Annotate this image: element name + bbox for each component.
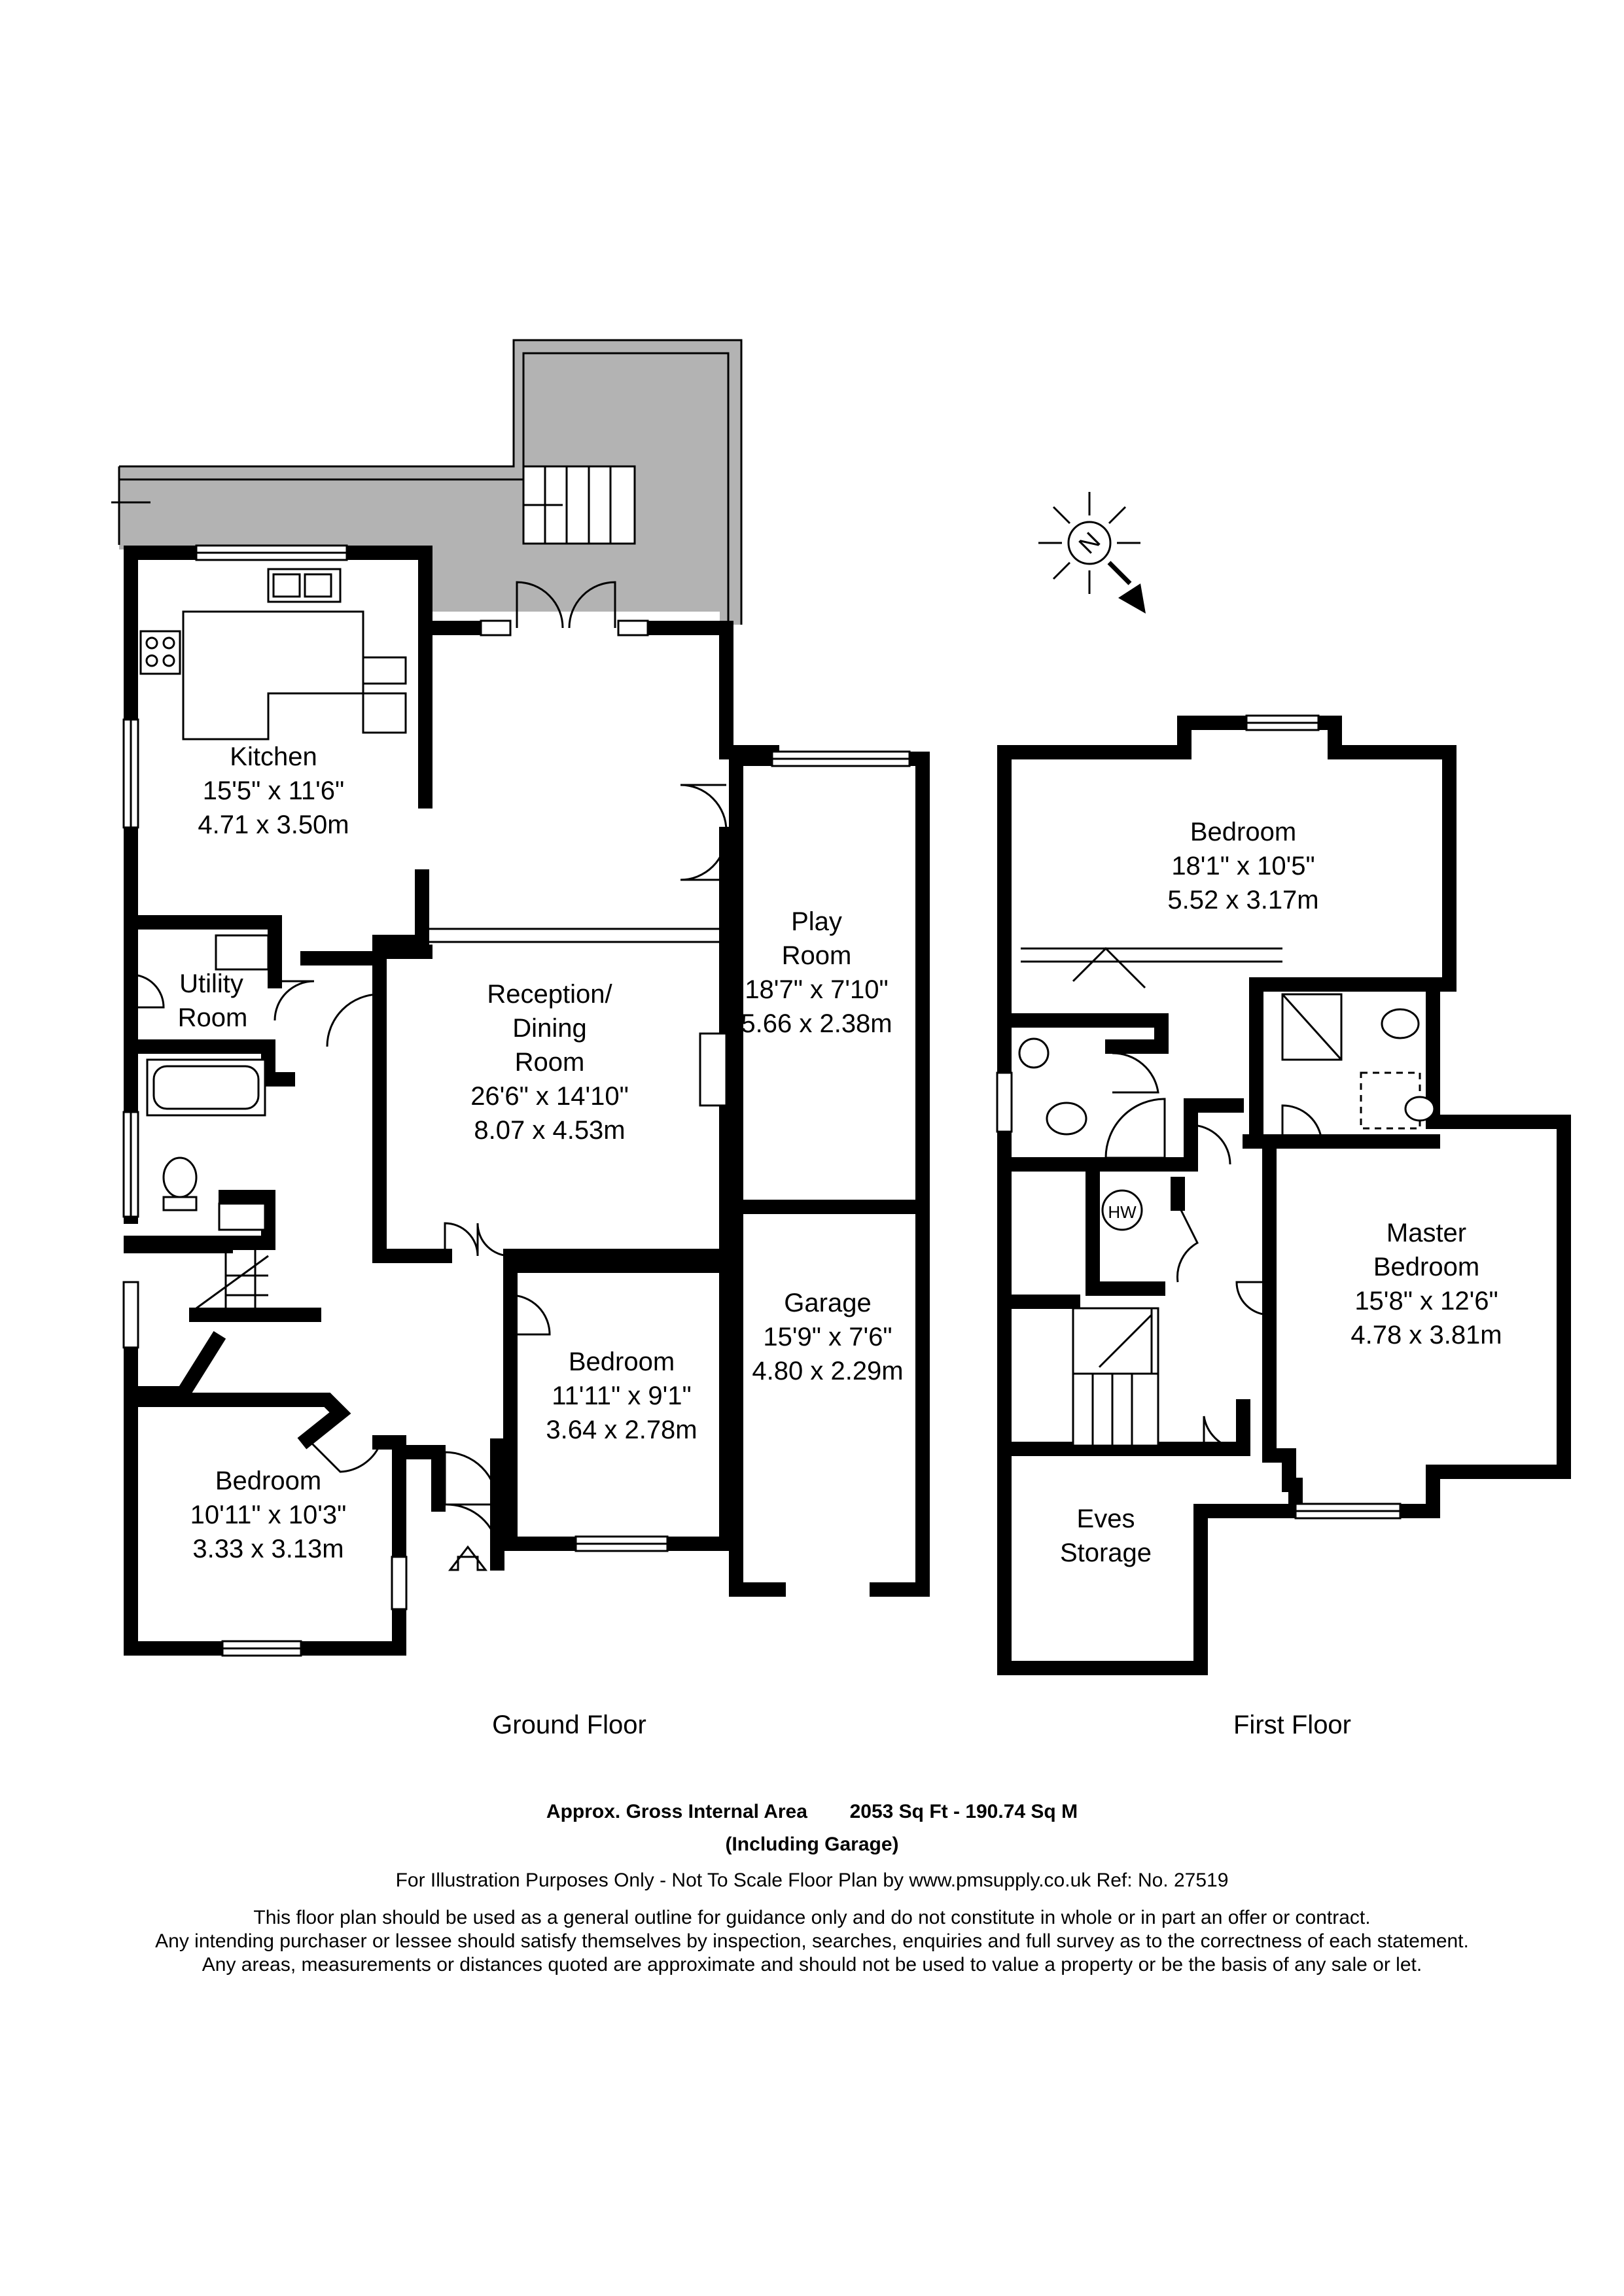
play-metric: 5.66 x 2.38m — [741, 1009, 892, 1038]
gf-basin — [218, 1202, 266, 1231]
area-summary: Approx. Gross Internal Area 2053 Sq Ft -… — [0, 1800, 1624, 1824]
reception-imperial: 26'6" x 14'10" — [470, 1082, 629, 1111]
hob — [139, 630, 181, 675]
bedroom-front-imperial: 10'11" x 10'3" — [190, 1501, 347, 1529]
disclaimer-line-1: This floor plan should be used as a gene… — [253, 1907, 1371, 1928]
gf-stairs — [196, 1246, 269, 1315]
hw-label: HW — [1108, 1202, 1137, 1222]
room-play: Play Room 18'7" x 7'10" 5.66 x 2.38m — [741, 907, 892, 1038]
room-utility: Utility Room — [178, 969, 248, 1032]
ff-basin — [1018, 1037, 1050, 1069]
ff-bedroom-imperial: 18'1" x 10'5" — [1171, 852, 1315, 880]
first-floor-label: First Floor — [1233, 1711, 1351, 1739]
play-name-2: Room — [782, 941, 852, 970]
ground-floor-plan: Kitchen 15'5" x 11'6" 4.71 x 3.50m Utili… — [111, 339, 930, 1739]
terrace-steps — [522, 465, 636, 545]
ff-toilet — [1046, 1102, 1087, 1136]
ff-bedroom-metric: 5.52 x 3.17m — [1167, 886, 1318, 914]
ff-fixtures: HW — [1018, 993, 1436, 1447]
room-reception: Reception/ Dining Room 26'6" x 14'10" 8.… — [470, 980, 629, 1145]
bedroom-front-metric: 3.33 x 3.13m — [192, 1535, 344, 1563]
illustration-note: For Illustration Purposes Only - Not To … — [395, 1870, 1229, 1891]
bedroom-front-name: Bedroom — [215, 1467, 321, 1495]
room-ff-bedroom: Bedroom 18'1" x 10'5" 5.52 x 3.17m — [1167, 818, 1318, 914]
eves-name-1: Eves — [1077, 1505, 1135, 1533]
terrace — [111, 339, 743, 625]
entrance-arrow-icon — [448, 1545, 488, 1571]
ff-corner-shower — [1104, 1098, 1166, 1159]
room-garage: Garage 15'9" x 7'6" 4.80 x 2.29m — [752, 1289, 903, 1385]
kitchen-island — [182, 610, 364, 740]
gf-fixtures — [139, 568, 728, 1571]
fireplace — [699, 1032, 728, 1107]
reception-name-1: Reception/ — [487, 980, 612, 1009]
first-floor-plan: HW Bedroom 18'1" x 10'5" 5.52 x 3.17m Ma… — [996, 714, 1571, 1739]
ff-windows — [996, 714, 1402, 1520]
room-kitchen: Kitchen 15'5" x 11'6" 4.71 x 3.50m — [198, 742, 349, 839]
area-value: 2053 Sq Ft - 190.74 Sq M — [849, 1801, 1078, 1822]
gf-toilet — [162, 1157, 198, 1198]
ground-floor-label: Ground Floor — [492, 1711, 646, 1739]
compass-icon: N — [1038, 492, 1146, 614]
including-garage: (Including Garage) — [725, 1834, 899, 1855]
gf-doors — [130, 581, 728, 1544]
area-label: Approx. Gross Internal Area — [546, 1801, 807, 1822]
bedroom-middle-name: Bedroom — [569, 1348, 675, 1376]
gf-windows — [122, 544, 911, 1657]
disclaimer-line-2: Any intending purchaser or lessee should… — [155, 1930, 1469, 1952]
room-master: Master Bedroom 15'8" x 12'6" 4.78 x 3.81… — [1350, 1219, 1502, 1349]
ff-toilet-master — [1381, 1008, 1420, 1039]
kitchen-name: Kitchen — [230, 742, 317, 771]
room-bedroom-middle: Bedroom 11'11" x 9'1" 3.64 x 2.78m — [546, 1348, 697, 1444]
master-metric: 4.78 x 3.81m — [1350, 1321, 1502, 1349]
bedroom-middle-metric: 3.64 x 2.78m — [546, 1416, 697, 1444]
play-imperial: 18'7" x 7'10" — [745, 975, 888, 1004]
utility-name-1: Utility — [179, 969, 243, 998]
reception-name-2: Dining — [512, 1014, 586, 1043]
garage-imperial: 15'9" x 7'6" — [763, 1323, 892, 1351]
room-eves: Eves Storage — [1060, 1505, 1152, 1567]
ff-bedroom-name: Bedroom — [1190, 818, 1296, 846]
garage-metric: 4.80 x 2.29m — [752, 1357, 903, 1385]
reception-name-3: Room — [515, 1048, 585, 1077]
reception-metric: 8.07 x 4.53m — [474, 1116, 625, 1145]
utility-sink — [215, 934, 270, 971]
bedroom-middle-imperial: 11'11" x 9'1" — [552, 1382, 691, 1410]
ff-doors — [1072, 947, 1323, 1450]
master-name-1: Master — [1386, 1219, 1466, 1247]
hot-water-cylinder — [1101, 1189, 1143, 1231]
kitchen-imperial: 15'5" x 11'6" — [203, 776, 344, 805]
garage-name: Garage — [784, 1289, 871, 1317]
kitchen-metric: 4.71 x 3.50m — [198, 810, 349, 839]
play-name-1: Play — [791, 907, 842, 936]
disclaimer-line-3: Any areas, measurements or distances quo… — [202, 1954, 1422, 1975]
eves-name-2: Storage — [1060, 1539, 1152, 1567]
master-name-2: Bedroom — [1373, 1253, 1479, 1281]
master-imperial: 15'8" x 12'6" — [1354, 1287, 1498, 1315]
ff-stairs — [1072, 1307, 1159, 1447]
utility-name-2: Room — [178, 1003, 248, 1032]
room-bedroom-front: Bedroom 10'11" x 10'3" 3.33 x 3.13m — [190, 1467, 347, 1563]
